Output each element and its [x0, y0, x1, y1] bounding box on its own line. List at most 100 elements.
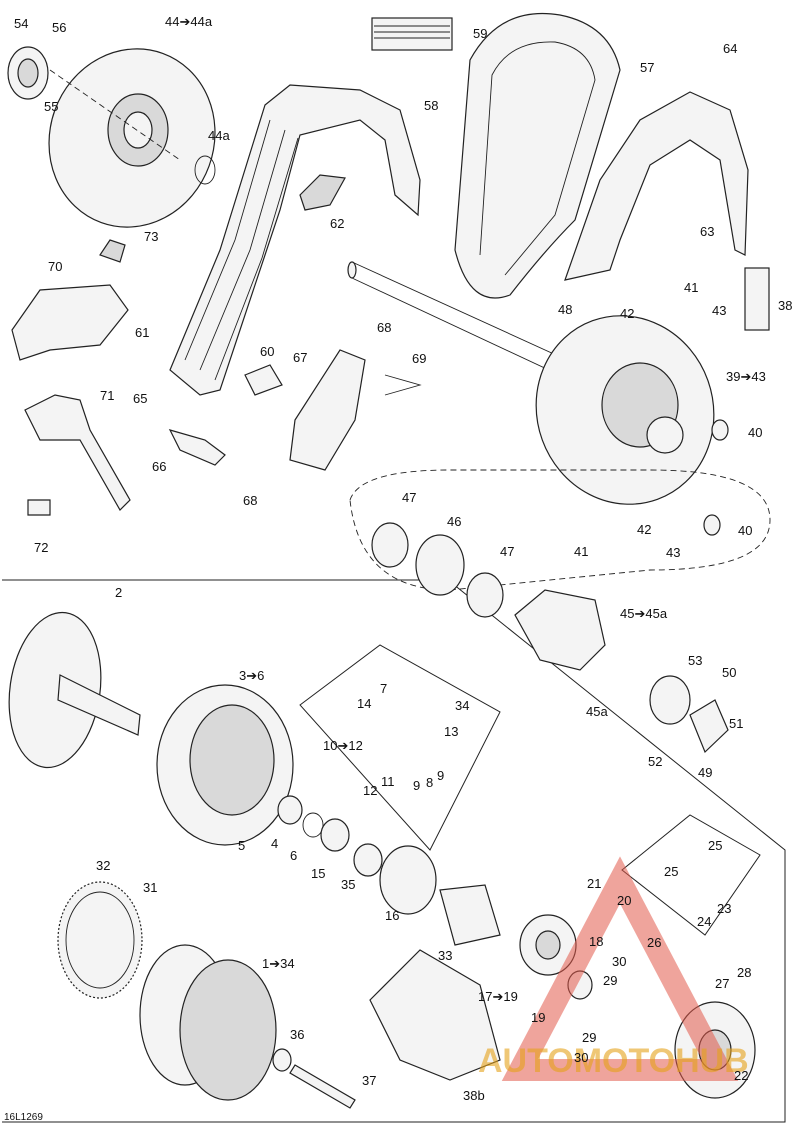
label-61: 61	[135, 325, 149, 340]
label-28: 28	[737, 965, 751, 980]
label-50: 50	[722, 665, 736, 680]
washer-53	[649, 675, 691, 725]
drive-belt-57	[454, 12, 621, 299]
bushing-4	[277, 795, 303, 825]
label-18: 18	[589, 934, 603, 949]
label-71: 71	[100, 388, 114, 403]
label-4: 4	[271, 836, 278, 851]
label-8: 8	[426, 775, 433, 790]
label-25a: 25	[708, 838, 722, 853]
label-59: 59	[473, 26, 487, 41]
label-26: 26	[647, 935, 661, 950]
watermark-triangle	[501, 856, 739, 1081]
label-3-6: 3➔6	[239, 668, 264, 683]
label-25b: 25	[664, 864, 678, 879]
cover-49	[689, 699, 729, 754]
label-46: 46	[447, 514, 461, 529]
label-16: 16	[385, 908, 399, 923]
label-56: 56	[52, 20, 66, 35]
label-48: 48	[558, 302, 572, 317]
label-65: 65	[133, 391, 147, 406]
label-10-12: 10➔12	[323, 738, 363, 753]
label-31: 31	[143, 880, 157, 895]
bracket-60	[244, 364, 283, 396]
label-62: 62	[330, 216, 344, 231]
watermark-logo	[501, 856, 739, 1081]
bracket-65	[168, 429, 226, 466]
plate-67	[289, 349, 366, 471]
label-39-43: 39➔43	[726, 369, 766, 384]
sleeve-33	[439, 884, 501, 946]
belt-guard-58	[169, 84, 421, 396]
ring-gear-31	[57, 881, 143, 999]
label-40a: 40	[748, 425, 762, 440]
label-68b: 68	[243, 493, 257, 508]
label-59	[371, 17, 453, 51]
label-34a: 34	[455, 698, 469, 713]
support-62	[299, 174, 346, 211]
label-54: 54	[14, 16, 28, 31]
parts-group-outline	[349, 469, 771, 591]
label-14: 14	[357, 696, 371, 711]
label-15: 15	[311, 866, 325, 881]
label-49: 49	[698, 765, 712, 780]
label-55: 55	[44, 99, 58, 114]
bolt-37	[289, 1064, 356, 1109]
bracket-71	[24, 394, 131, 511]
label-24: 24	[697, 914, 711, 929]
label-9b: 9	[437, 768, 444, 783]
driven-pulley-39	[535, 315, 715, 505]
label-58: 58	[424, 98, 438, 113]
label-38	[744, 267, 770, 331]
label-9a: 9	[413, 778, 420, 793]
label-20: 20	[617, 893, 631, 908]
label-60: 60	[260, 344, 274, 359]
label-45a: 45a	[586, 704, 608, 719]
spring-46	[415, 534, 465, 596]
label-64: 64	[723, 41, 737, 56]
label-30b: 30	[574, 1050, 588, 1065]
label-17-19: 17➔19	[478, 989, 518, 1004]
bushing-35	[353, 843, 383, 877]
bushing-40b	[703, 514, 721, 536]
label-32: 32	[96, 858, 110, 873]
washer-15	[320, 818, 350, 852]
label-40b: 40	[738, 523, 752, 538]
label-52: 52	[648, 754, 662, 769]
belt-guard-63	[564, 91, 749, 281]
support-38b	[369, 949, 501, 1081]
bumper-72	[27, 499, 51, 516]
label-2: 2	[115, 585, 122, 600]
label-6: 6	[290, 848, 297, 863]
washer-36	[272, 1048, 292, 1072]
label-12: 12	[363, 783, 377, 798]
label-44a: 44a	[208, 128, 230, 143]
label-5: 5	[238, 838, 245, 853]
watermark-text: AUTOMOTOHUB	[478, 1042, 749, 1080]
cam-lever-subframe	[299, 644, 501, 851]
diagram-code: 16L1269	[4, 1112, 43, 1123]
label-42b: 42	[637, 522, 651, 537]
cam-45	[514, 589, 606, 671]
label-13: 13	[444, 724, 458, 739]
label-29a: 29	[603, 973, 617, 988]
label-33: 33	[438, 948, 452, 963]
label-68a: 68	[377, 320, 391, 335]
circlip-44a	[194, 155, 216, 185]
label-30a: 30	[612, 954, 626, 969]
label-19: 19	[531, 1010, 545, 1025]
bushing-40a	[711, 419, 729, 441]
movable-sheave-3	[156, 684, 294, 846]
bracket-70	[11, 284, 129, 361]
label-72: 72	[34, 540, 48, 555]
label-67: 67	[293, 350, 307, 365]
label-7: 7	[380, 681, 387, 696]
washer-47a	[371, 522, 409, 568]
bearing-54	[7, 46, 49, 100]
label-35: 35	[341, 877, 355, 892]
label-22: 22	[734, 1068, 748, 1083]
wedge-73	[99, 239, 126, 263]
label-70: 70	[48, 259, 62, 274]
label-47a: 47	[402, 490, 416, 505]
